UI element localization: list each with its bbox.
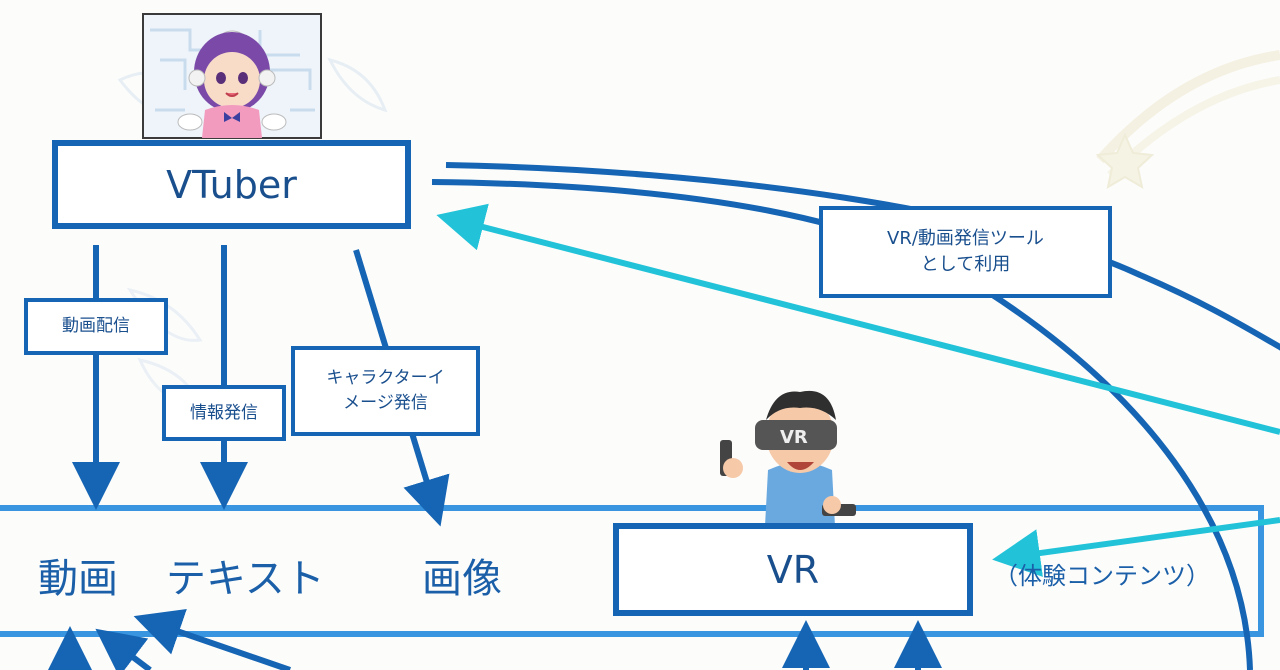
svg-text:VR: VR — [780, 427, 808, 448]
vr-user-illustration: VR — [720, 390, 856, 526]
vr-tool-label-line1: VR/動画発信ツール — [887, 227, 1044, 249]
info-post-label-box: 情報発信 — [162, 385, 286, 441]
media-image-label: 画像 — [422, 556, 502, 602]
media-video-label: 動画 — [38, 556, 118, 602]
character-image-post-label-line2: メージ発信 — [343, 393, 428, 413]
arrow-cyan-to-vtuber — [436, 203, 1280, 435]
arrow-cyan-to-vr — [992, 517, 1280, 577]
vr-tool-label-line2: として利用 — [920, 254, 1011, 275]
info-post-label: 情報発信 — [190, 402, 258, 423]
character-image-post-label-box: キャラクターイ メージ発信 — [291, 346, 480, 436]
vr-experience-note: （体験コンテンツ） — [994, 562, 1210, 590]
character-image-post-label-line1: キャラクターイ — [326, 368, 445, 389]
vtuber-node: VTuber — [52, 140, 411, 229]
vtuber-character-illustration — [142, 13, 322, 139]
vr-tool-label-box: VR/動画発信ツール として利用 — [819, 206, 1112, 298]
vtuber-label: VTuber — [166, 162, 297, 207]
arrow-up-to-text — [133, 609, 291, 670]
vr-label: VR — [766, 547, 820, 592]
vr-headset-icon — [755, 420, 837, 450]
video-stream-label-box: 動画配信 — [24, 298, 168, 355]
arrow-up-to-video-2 — [95, 628, 152, 670]
vr-node: VR — [613, 523, 973, 616]
media-band — [0, 505, 1264, 637]
star-icon — [1095, 132, 1155, 190]
video-stream-label: 動画配信 — [62, 316, 130, 337]
media-text-label: テキスト — [166, 556, 325, 602]
